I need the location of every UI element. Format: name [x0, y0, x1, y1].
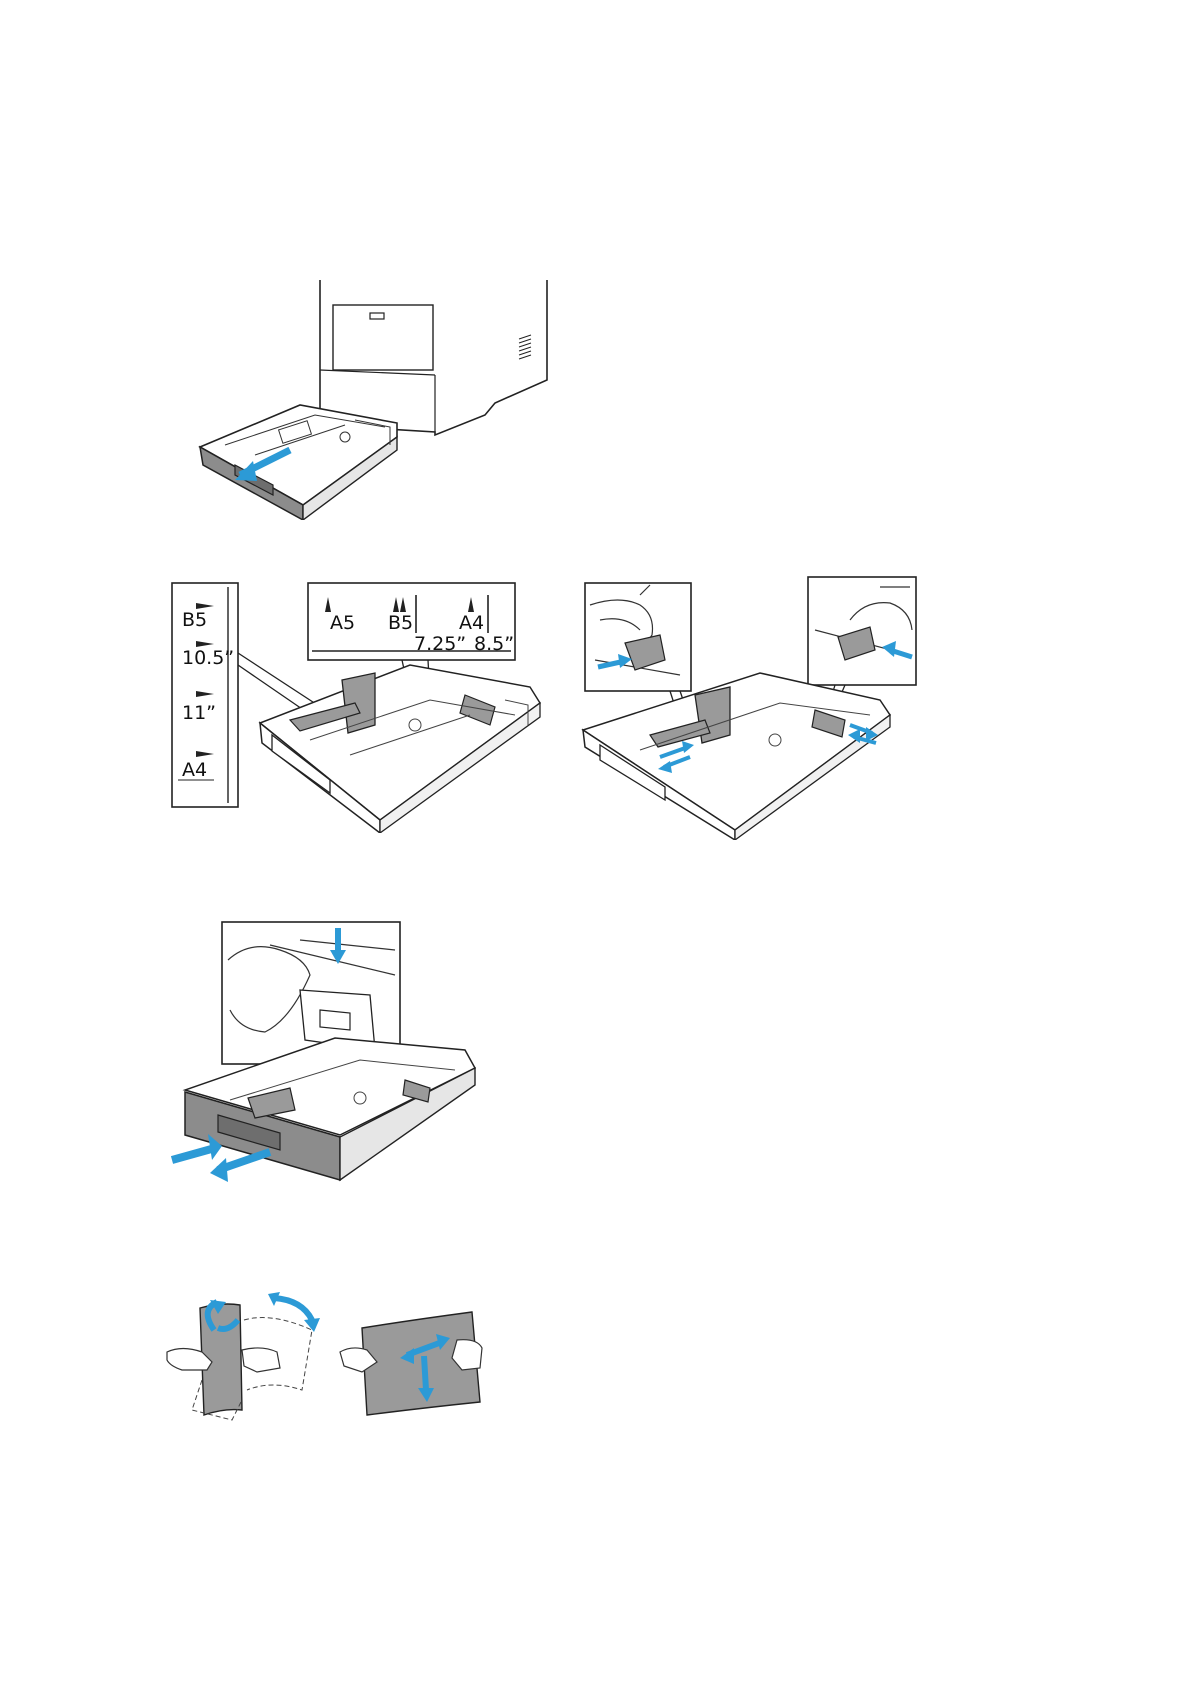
- tray-guide-adjust-icon: [580, 575, 920, 840]
- top-scale-size: A4: [459, 612, 484, 634]
- figure-adjust-guides: [580, 575, 920, 840]
- top-scale-width: 8.5”: [474, 633, 514, 655]
- side-scale-label: 11”: [182, 702, 216, 724]
- figure-pull-tray: [195, 275, 555, 520]
- top-scale-width: 7.25”: [414, 633, 466, 655]
- figure-fan-paper: [162, 1290, 502, 1430]
- top-scale-size: A5: [330, 612, 355, 634]
- tray-size-markings-icon: B5 10.5” 11” A4 A5 B5 A4 7.25” 8.5”: [170, 575, 545, 833]
- figure-extend-tray: [170, 920, 490, 1185]
- top-scale-size: B5: [388, 612, 413, 634]
- side-scale-label: A4: [182, 759, 207, 781]
- side-scale-label: B5: [182, 609, 207, 631]
- figure-size-labels: B5 10.5” 11” A4 A5 B5 A4 7.25” 8.5”: [170, 575, 545, 833]
- fan-paper-stack-icon: [162, 1290, 502, 1430]
- side-scale-label: 10.5”: [182, 647, 234, 669]
- tray-extend-lock-icon: [170, 920, 490, 1185]
- printer-tray-pull-out-icon: [195, 275, 555, 520]
